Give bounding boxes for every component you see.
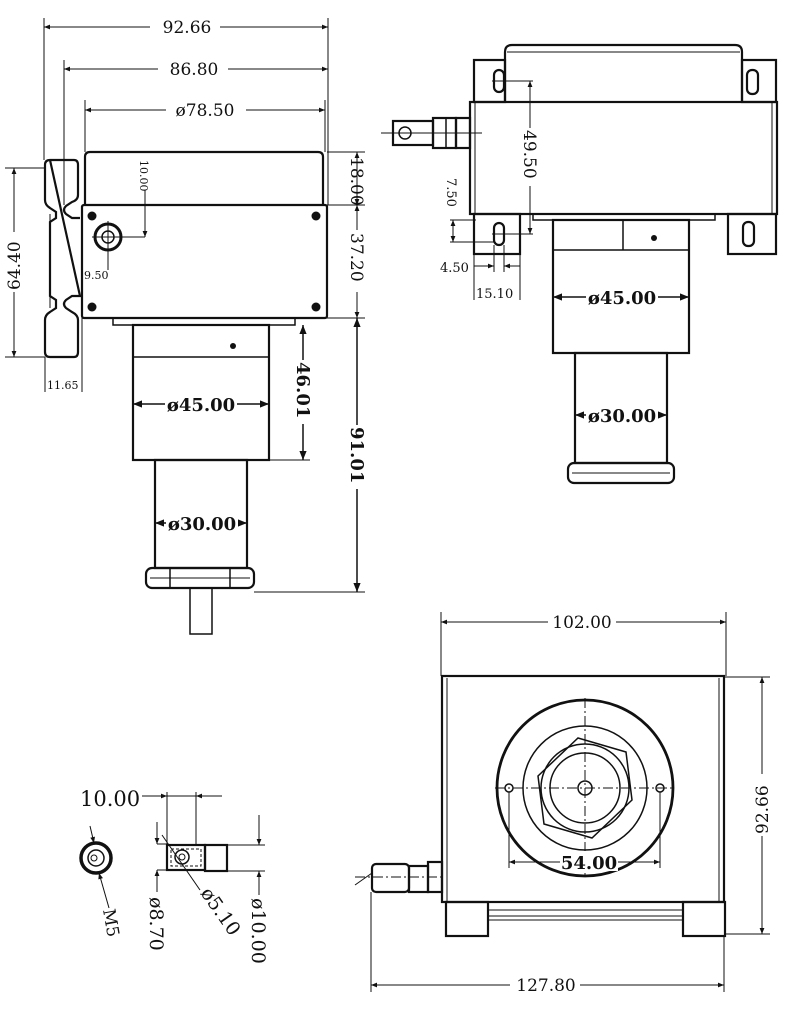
dim-shaft-diameter: ø30.00: [168, 514, 236, 535]
dim-rail-height: 64.40: [5, 241, 25, 290]
connector-detail: M5 10.00 ø8.70 ø5.10 ø10.00: [79, 787, 269, 964]
dim-drum-diameter: ø45.00: [167, 395, 235, 416]
set-screw-icon: [651, 235, 657, 241]
dim-connector-offset-y: 10.00: [137, 160, 150, 192]
top-view: ø45.00 ø30.00 49.50 7.50 4.50: [381, 43, 779, 485]
dim-cover-diameter: ø78.50: [176, 101, 235, 121]
dim-diameter-b: ø10.00: [247, 898, 269, 964]
slot-hole-icon: [741, 220, 756, 248]
dim-hole-spacing: 54.00: [561, 853, 617, 874]
screw-icon: [311, 211, 321, 221]
dim-connector-length: 10.00: [80, 787, 140, 811]
dim-slot-width: 4.50: [440, 261, 469, 276]
connector-icon: [92, 221, 124, 270]
dim-end-width: 102.00: [552, 613, 611, 633]
dim-drum-length: 46.01: [292, 362, 313, 418]
dim-total-length: 91.01: [346, 427, 367, 483]
dim-mount-spacing: 49.50: [519, 130, 539, 179]
dim-body-height: 37.20: [346, 233, 366, 282]
dim-tab-offset: 7.50: [443, 178, 458, 207]
cable-connector: [354, 860, 444, 894]
end-view: 102.00 54.00 92.66: [354, 611, 773, 996]
dim-hole-diameter: ø5.10: [196, 883, 245, 940]
dim-drum-diameter-top: ø45.00: [588, 288, 656, 309]
dim-tab-width: 15.10: [476, 287, 513, 302]
dim-rail-depth: 11.65: [47, 379, 79, 392]
screw-icon: [311, 302, 321, 312]
dim-shaft-diameter-top: ø30.00: [588, 406, 656, 427]
screw-icon: [87, 302, 97, 312]
slot-hole-icon: [745, 68, 760, 96]
dim-overall-width-cable: 127.80: [516, 976, 575, 996]
dim-overall-width: 92.66: [163, 18, 212, 38]
dim-end-height: 92.66: [753, 785, 773, 834]
set-screw-icon: [230, 343, 236, 349]
front-view: 92.66 86.80 ø78.50 10.00 9.50: [4, 15, 367, 635]
screw-icon: [87, 211, 97, 221]
dim-diameter-a: ø8.70: [145, 897, 167, 951]
dim-rail-width: 86.80: [170, 60, 219, 80]
m5-nut-icon: [79, 841, 113, 875]
dim-cover-height: 18.00: [346, 157, 366, 206]
dim-connector-offset-x: 9.50: [84, 269, 109, 282]
cable-connector: [381, 116, 482, 150]
dim-thread: M5: [98, 907, 123, 938]
